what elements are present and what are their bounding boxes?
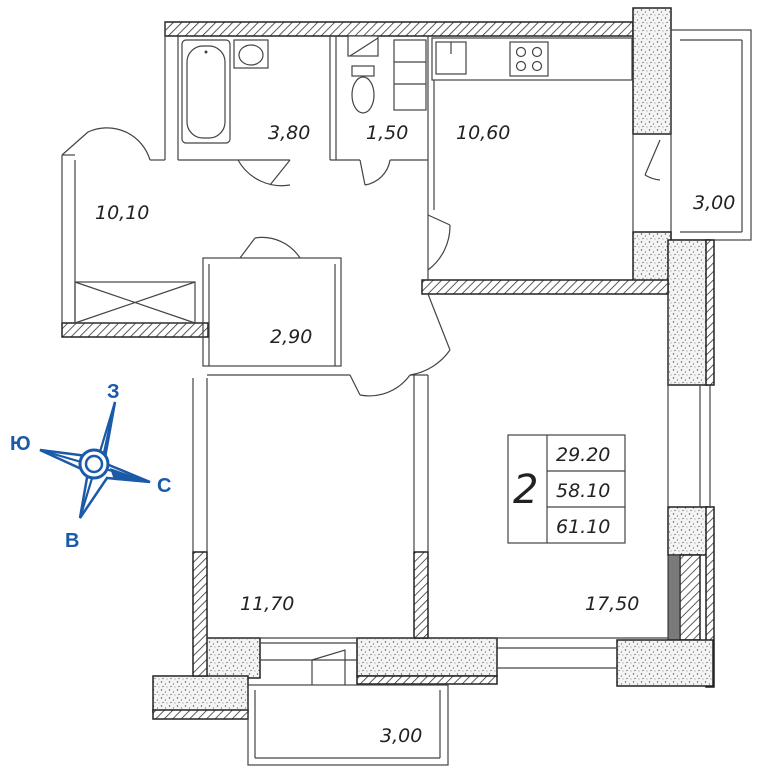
room-area-closet: 2,90 <box>270 326 312 348</box>
toilet-tank <box>351 65 375 77</box>
wall-bedroom-left <box>192 551 208 677</box>
wall-bottom-left <box>152 709 249 720</box>
wall-kitchen-living <box>421 279 669 295</box>
utility-shelf <box>393 39 427 111</box>
bathtub-inner <box>186 45 226 139</box>
compass-west-label: З <box>107 381 120 403</box>
column-right-mid <box>632 231 672 283</box>
balcony-bottom <box>247 684 449 766</box>
room-area-bedroom: 11,70 <box>240 593 294 615</box>
toilet-bowl <box>351 76 375 114</box>
wall-right-inner <box>679 554 701 641</box>
column-right-long <box>667 239 711 386</box>
boiler <box>347 35 379 57</box>
column-top-right <box>632 7 672 135</box>
room-area-balcony-right: 3,00 <box>693 192 735 214</box>
room-area-bathroom: 3,80 <box>268 122 310 144</box>
column-bottom-mid <box>356 637 498 677</box>
door-living <box>409 293 451 376</box>
summary-total-area: 58.10 <box>556 480 610 502</box>
compass-rose-icon: З Ю С В <box>10 381 171 552</box>
summary-table: 2 29.20 58.10 61.10 <box>507 434 626 544</box>
wall-top <box>164 21 634 37</box>
door-kitchen <box>427 214 451 271</box>
compass-south-label: Ю <box>10 433 31 455</box>
hall-wardrobe <box>74 281 196 324</box>
closet-outline <box>202 257 342 367</box>
column-bottom-corner <box>152 675 249 713</box>
kitchen-stove <box>509 41 549 77</box>
door-closet <box>239 236 301 259</box>
room-area-balcony-bottom: 3,00 <box>380 725 422 747</box>
compass-north-label: С <box>157 475 171 497</box>
wall-hall-bottom <box>61 322 209 338</box>
summary-total-with-balcony: 61.10 <box>556 516 610 538</box>
door-balcony-bottom <box>311 649 346 685</box>
summary-rooms-count: 2 <box>513 467 538 513</box>
door-hall-left <box>61 127 151 161</box>
wall-right-mid <box>705 239 715 386</box>
wall-bottom-mid <box>356 675 498 685</box>
column-bottom-left <box>204 637 261 679</box>
room-area-living: 17,50 <box>585 593 639 615</box>
door-balcony-right <box>644 139 661 181</box>
summary-living-area: 29.20 <box>556 444 610 466</box>
room-area-toilet: 1,50 <box>366 122 408 144</box>
compass-east-label: В <box>65 530 79 552</box>
door-bedroom <box>349 374 411 397</box>
door-bathroom <box>237 159 291 187</box>
column-right-low <box>667 506 711 556</box>
room-area-hall: 10,10 <box>95 202 149 224</box>
room-area-kitchen: 10,60 <box>456 122 510 144</box>
door-toilet <box>359 159 391 186</box>
column-bottom-right <box>616 639 714 687</box>
wall-partition-bedroom <box>413 551 429 639</box>
wall-right-column-dark <box>667 554 681 641</box>
